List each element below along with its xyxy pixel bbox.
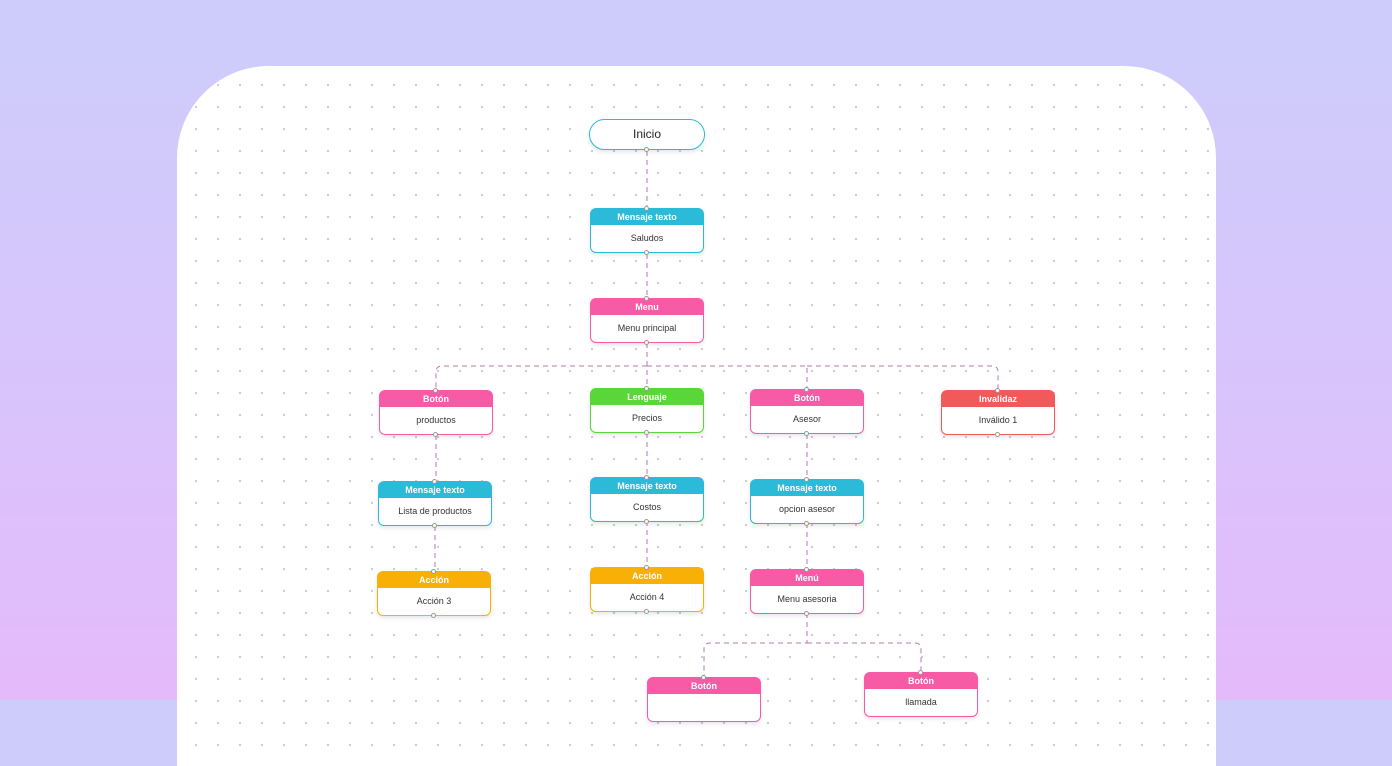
node-content-label: Acción 3 (416, 596, 452, 606)
node-lenguaje[interactable]: Lenguaje Precios (590, 386, 704, 435)
output-port[interactable] (431, 613, 436, 618)
node-content-label: Costos (632, 502, 661, 512)
node-menu[interactable]: Menú Menu asesoria (750, 567, 864, 616)
node-type-label: Mensaje texto (751, 480, 863, 496)
node-accion[interactable]: Acción Acción 4 (590, 565, 704, 614)
node-content-label: llamada (905, 697, 937, 707)
connector-menu-asesor (647, 365, 808, 389)
input-port[interactable] (432, 479, 437, 484)
input-port[interactable] (995, 388, 1000, 393)
connector-layer (434, 151, 999, 677)
output-port[interactable] (433, 432, 438, 437)
input-port[interactable] (431, 569, 436, 574)
node-content-label: opcion asesor (778, 504, 836, 514)
connector-menuasesoria-llamada (807, 642, 922, 672)
node-mensaje-texto[interactable]: Mensaje texto Costos (590, 475, 704, 524)
node-mensaje-texto[interactable]: Mensaje texto Lista de productos (378, 479, 492, 528)
input-port[interactable] (644, 296, 649, 301)
input-port[interactable] (644, 475, 649, 480)
node-content-label: Asesor (792, 414, 821, 424)
node-type-label: Botón (751, 390, 863, 406)
node-mensaje-texto[interactable]: Mensaje texto opcion asesor (750, 477, 864, 526)
output-port[interactable] (644, 519, 649, 524)
output-port[interactable] (644, 609, 649, 614)
node-content-label: Menu asesoria (777, 594, 837, 604)
node-accion[interactable]: Acción Acción 3 (377, 569, 491, 618)
node-content-label: Acción 4 (629, 592, 665, 602)
input-port[interactable] (644, 206, 649, 211)
output-port[interactable] (644, 430, 649, 435)
input-port[interactable] (804, 387, 809, 392)
input-port[interactable] (644, 386, 649, 391)
input-port[interactable] (644, 565, 649, 570)
node-content-label: Precios (631, 413, 662, 423)
node-type-label: Menú (751, 570, 863, 586)
output-port[interactable] (644, 340, 649, 345)
connector-menu-productos (435, 365, 647, 390)
input-port[interactable] (433, 388, 438, 393)
connector-menu-invalido (807, 365, 999, 390)
node-content-label: Menu principal (617, 323, 677, 333)
input-port[interactable] (804, 567, 809, 572)
node-invalidaz[interactable]: Invalidaz Inválido 1 (941, 388, 1055, 437)
node-content-label: productos (416, 415, 456, 425)
input-port[interactable] (701, 675, 706, 680)
output-port[interactable] (644, 250, 649, 255)
node-boton[interactable]: Botón llamada (864, 670, 978, 717)
output-port[interactable] (644, 147, 649, 152)
node-type-label: Botón (648, 678, 760, 694)
connector-menuasesoria-boton (703, 613, 808, 677)
node-menu[interactable]: Menu Menu principal (590, 296, 704, 345)
node-type-label: Botón (865, 673, 977, 689)
node-type-label: Lenguaje (591, 389, 703, 405)
node-type-label: Invalidaz (942, 391, 1054, 407)
output-port[interactable] (804, 521, 809, 526)
output-port[interactable] (804, 611, 809, 616)
input-port[interactable] (804, 477, 809, 482)
node-type-label: Acción (591, 568, 703, 584)
node-content-label: Inválido 1 (978, 415, 1018, 425)
input-port[interactable] (918, 670, 923, 675)
output-port[interactable] (995, 432, 1000, 437)
node-mensaje-texto[interactable]: Mensaje texto Saludos (590, 206, 704, 255)
node-type-label: Menu (591, 299, 703, 315)
start-label: Inicio (632, 127, 661, 141)
node-type-label: Mensaje texto (591, 209, 703, 225)
output-port[interactable] (432, 523, 437, 528)
node-type-label: Mensaje texto (379, 482, 491, 498)
start-node[interactable]: Inicio (589, 119, 705, 152)
node-boton[interactable]: Botón Asesor (750, 387, 864, 436)
node-type-label: Acción (378, 572, 490, 588)
node-boton[interactable]: Botón productos (379, 388, 493, 437)
output-port[interactable] (804, 431, 809, 436)
node-content-label: Lista de productos (398, 506, 472, 516)
node-type-label: Botón (380, 391, 492, 407)
node-type-label: Mensaje texto (591, 478, 703, 494)
node-content-label: Saludos (630, 233, 664, 243)
node-content-label (648, 694, 760, 721)
